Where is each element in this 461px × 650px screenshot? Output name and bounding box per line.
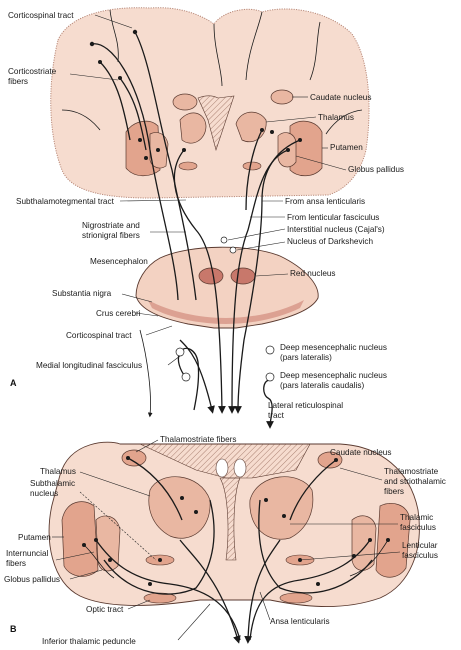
label-ts-2: and striothalamic — [384, 477, 446, 486]
label-corticostriate-1: Corticostriate — [8, 67, 57, 76]
label-lat-reticulospinal-2: tract — [268, 411, 285, 420]
caudate-left — [172, 93, 198, 111]
third-ventricle-b — [219, 477, 241, 561]
label-thalamic-fasc-2: fasciculus — [400, 523, 436, 532]
putamen-right-b — [375, 503, 411, 578]
thalamus-left — [179, 112, 207, 144]
putamen-left-b — [61, 501, 99, 577]
panel-letter-a: A — [10, 378, 17, 388]
label-lenticular-2: fasciculus — [402, 551, 438, 560]
label-optic-tract: Optic tract — [86, 605, 124, 614]
optic-tract-left — [143, 592, 177, 604]
label-inferior-thalamic-peduncle: Inferior thalamic peduncle — [42, 637, 136, 646]
label-internuncial-2: fibers — [6, 559, 26, 568]
label-thalamus-b: Thalamus — [40, 467, 76, 476]
label-thalamostriate: Thalamostriate fibers — [160, 435, 236, 444]
label-substantia-nigra: Substantia nigra — [52, 289, 112, 298]
globus-pallidus-left-b — [95, 515, 121, 572]
panel-letter-b: B — [10, 624, 17, 634]
globus-pallidus-right-b — [351, 515, 377, 571]
label-subthalamotegmental: Subthalamotegmental tract — [16, 197, 115, 206]
label-ansa-lenticularis: Ansa lenticularis — [270, 617, 330, 626]
cajal-nucleus — [220, 236, 228, 244]
optic-tract-right — [279, 592, 313, 604]
label-globus-pallidus-b: Globus pallidus — [4, 575, 60, 584]
label-from-lenticular: From lenticular fasciculus — [287, 213, 379, 222]
deep-mes-nucleus — [265, 345, 275, 355]
label-crus-cerebri: Crus cerebri — [96, 309, 141, 318]
label-corticostriate-2: fibers — [8, 77, 28, 86]
label-deep-mes-1: Deep mesencephalic nucleus — [280, 343, 387, 352]
mesencephalon — [135, 246, 319, 329]
substantia-nigra — [148, 300, 304, 324]
label-nigrostriate-2: strionigral fibers — [82, 231, 140, 240]
label-putamen-b: Putamen — [18, 533, 51, 542]
thalamus-left-b — [148, 476, 211, 539]
subthalamic-right — [242, 161, 262, 171]
label-red-nucleus: Red nucleus — [290, 269, 336, 278]
red-nucleus-left — [198, 267, 224, 285]
label-deep-mes-2: (pars lateralis) — [280, 353, 332, 362]
neuron-dots-a — [89, 29, 302, 160]
label-subthalamic-2: nucleus — [30, 489, 58, 498]
label-from-ansa: From ansa lenticularis — [285, 197, 365, 206]
label-thalamus-a: Thalamus — [318, 113, 354, 122]
label-nigrostriate-1: Nigrostriate and — [82, 221, 140, 230]
label-lat-reticulospinal-1: Lateral reticulospinal — [268, 401, 343, 410]
label-interstitial: Interstitial nucleus (Cajal's) — [287, 225, 385, 234]
panel-a: Corticospinal tract Corticostriate fiber… — [8, 7, 404, 429]
basal-ganglia-section — [48, 441, 420, 608]
thalamus-right-b — [249, 476, 314, 540]
putamen-right — [289, 120, 323, 177]
red-nucleus-right — [230, 267, 256, 285]
fornix-left — [215, 458, 229, 478]
label-corticospinal-low: Corticospinal tract — [66, 331, 132, 340]
label-thalamic-fasc-1: Thalamic — [400, 513, 433, 522]
label-ts-1: Thalamostriate — [384, 467, 439, 476]
panel-b: Thalamostriate fibers Caudate nucleus Th… — [4, 435, 446, 646]
fornix-right — [233, 458, 247, 478]
caudate-right-b — [317, 451, 343, 469]
label-putamen-a: Putamen — [330, 143, 363, 152]
thalamus-right — [235, 111, 267, 143]
label-lenticular-1: Lenticular — [402, 541, 438, 550]
label-deep-mes-caud-2: (pars lateralis caudalis) — [280, 381, 364, 390]
caudate-right — [270, 89, 294, 105]
label-caudate-b: Caudate nucleus — [330, 448, 391, 457]
label-internuncial-1: Internuncial — [6, 549, 49, 558]
neuron-dots-b — [82, 456, 390, 586]
label-caudate-a: Caudate nucleus — [310, 93, 371, 102]
caudate-left-b — [121, 449, 147, 467]
label-mlf: Medial longitudinal fasciculus — [36, 361, 142, 370]
label-corticospinal-top: Corticospinal tract — [8, 11, 74, 20]
deep-mes-caud-nucleus — [265, 372, 275, 382]
mlf-circle — [175, 347, 185, 357]
label-mesencephalon: Mesencephalon — [90, 257, 148, 266]
label-darkshevich: Nucleus of Darkshevich — [287, 237, 373, 246]
label-ts-3: fibers — [384, 487, 404, 496]
label-globus-pallidus-a: Globus pallidus — [348, 165, 404, 174]
darkshevich-nucleus — [229, 246, 237, 254]
subthalamic-left — [178, 161, 198, 171]
ventricle-hatch — [197, 95, 235, 152]
label-subthalamic-1: Subthalamic — [30, 479, 75, 488]
deep-mes-left — [181, 372, 191, 382]
label-deep-mes-caud-1: Deep mesencephalic nucleus — [280, 371, 387, 380]
